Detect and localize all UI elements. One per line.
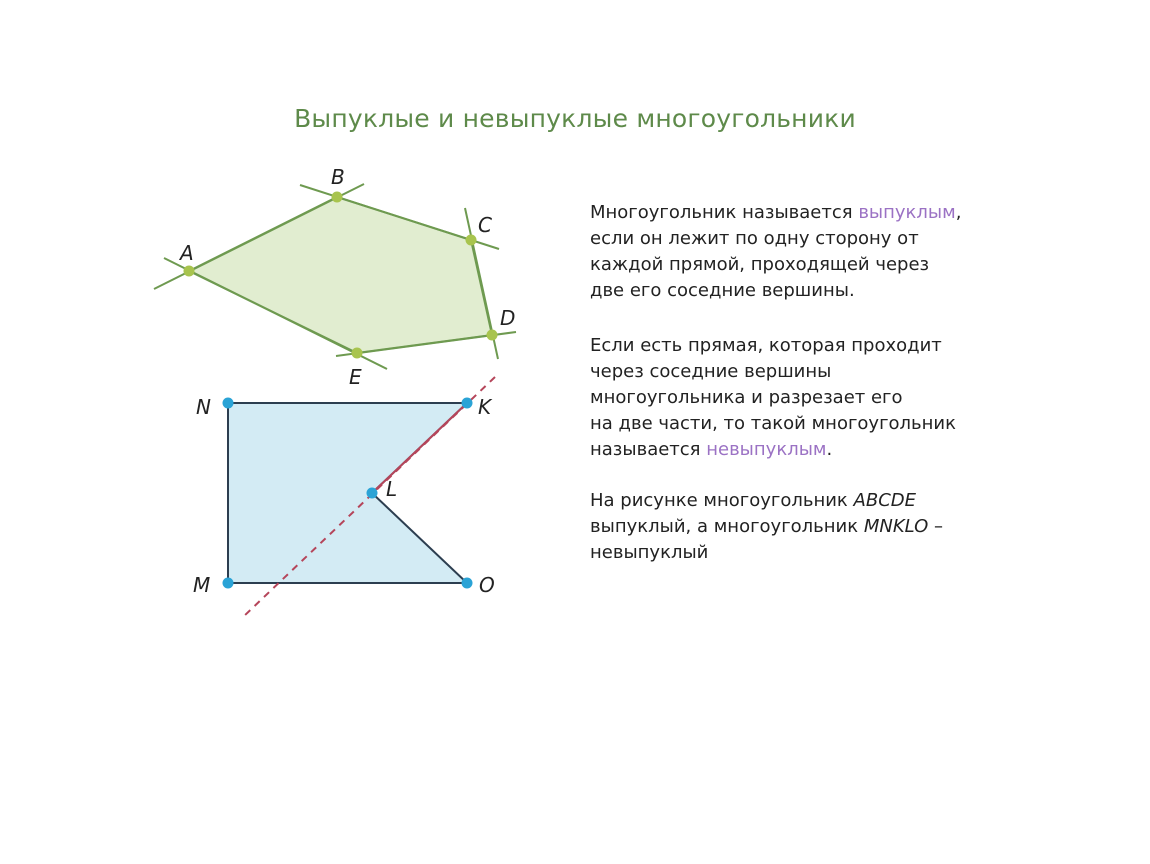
vertex-c-point	[465, 234, 477, 246]
definition-convex: Многоугольник называется выпуклым, если …	[590, 200, 1030, 304]
definition-nonconvex-line-3: многоугольника и разрезает его	[590, 387, 903, 408]
vertex-m-label: M	[193, 573, 210, 597]
example-summary: На рисунке многоугольник ABCDE выпуклый,…	[590, 488, 1030, 566]
side-kl-highlight	[371, 402, 468, 494]
vertex-b-label: B	[331, 165, 345, 189]
vertex-e-label: E	[349, 365, 362, 389]
support-line-ea	[163, 257, 388, 370]
page-title: Выпуклые и невыпуклые многоугольники	[294, 104, 856, 133]
vertex-b-point	[331, 191, 343, 203]
nonconvex-polygon-mnklo: N K L O M	[193, 376, 496, 618]
vertex-k-point	[461, 397, 473, 409]
vertex-c-label: C	[478, 213, 492, 237]
example-summary-line-2: выпуклый, а многоугольник MNKLO –	[590, 516, 944, 537]
vertex-d-point	[486, 329, 498, 341]
definition-convex-line-2: если он лежит по одну сторону от	[590, 228, 919, 249]
definition-nonconvex-line-1: Если есть прямая, которая проходит	[590, 335, 942, 356]
example-summary-line-3: невыпуклый	[590, 542, 709, 563]
convex-polygon-abcde: A B C D E	[153, 165, 517, 389]
definition-convex-line-3: каждой прямой, проходящей через	[590, 254, 930, 275]
convex-polygon-shape	[186, 195, 494, 355]
vertex-l-point	[366, 487, 378, 499]
definition-nonconvex: Если есть прямая, которая проходит через…	[590, 333, 1030, 463]
term-nonconvex: невыпуклым	[706, 439, 827, 460]
support-line-de	[335, 331, 517, 357]
definition-convex-line-4: две его соседние вершины.	[590, 280, 855, 301]
vertex-e-point	[351, 347, 363, 359]
example-summary-line-1: На рисунке многоугольник ABCDE	[590, 490, 916, 511]
vertex-l-label: L	[386, 477, 397, 501]
vertex-n-label: N	[196, 395, 211, 419]
term-convex: выпуклым	[858, 202, 956, 223]
definition-convex-line-1: Многоугольник называется выпуклым,	[590, 202, 962, 223]
vertex-d-label: D	[500, 306, 515, 330]
vertex-n-point	[222, 397, 234, 409]
vertex-a-point	[183, 265, 195, 277]
nonconvex-polygon-shape	[227, 402, 470, 584]
definition-nonconvex-line-4: на две части, то такой многоугольник	[590, 413, 957, 434]
polygon-name-mnklo: MNKLO	[863, 516, 929, 537]
vertex-a-label: A	[178, 241, 194, 265]
definition-nonconvex-line-2: через соседние вершины	[590, 361, 832, 382]
vertex-o-point	[461, 577, 473, 589]
vertex-m-point	[222, 577, 234, 589]
polygon-name-abcde: ABCDE	[853, 490, 916, 511]
vertex-o-label: O	[479, 573, 495, 597]
definition-nonconvex-line-5: называется невыпуклым.	[590, 439, 833, 460]
vertex-k-label: K	[478, 395, 493, 419]
